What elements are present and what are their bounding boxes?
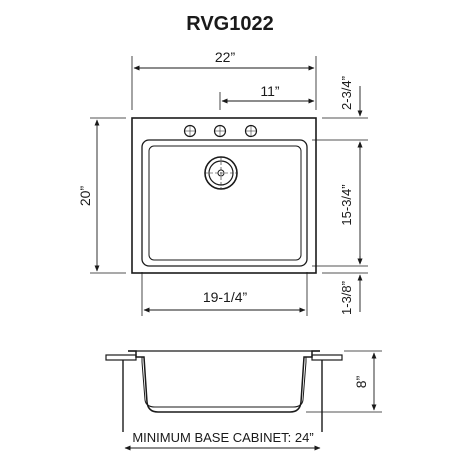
top-view [131, 117, 317, 274]
sink-height-label: 8” [353, 375, 369, 388]
sink-body-inner [141, 357, 307, 408]
overall-width-label: 22” [215, 49, 236, 65]
faucet-holes [183, 124, 258, 138]
countertop-left [105, 354, 137, 361]
bowl-width-label: 19-1/4” [203, 289, 248, 305]
model-title: RVG1022 [186, 13, 273, 35]
bowl-inner [148, 145, 302, 261]
dimension-cabinet: MINIMUM BASE CABINET: 24” [124, 429, 321, 451]
overall-depth-label: 20” [77, 186, 93, 207]
dimension-right-chain: 2-3/4” 15-3/4” 1-3/8” [312, 76, 368, 315]
bowl-depth-label: 15-3/4” [339, 184, 354, 225]
sink-body-outer [128, 350, 320, 413]
dimension-overall-width: 22” [131, 49, 317, 110]
faucet-offset-label: 11” [260, 83, 280, 99]
dimension-sink-height: 8” [306, 350, 382, 413]
countertop-right [311, 354, 343, 361]
dimension-bowl-width: 19-1/4” [141, 272, 308, 316]
dimension-overall-depth: 20” [77, 117, 126, 274]
dimension-faucet-offset: 11” [219, 83, 315, 110]
drain-icon [204, 156, 238, 190]
top-to-bowl-label: 2-3/4” [339, 76, 354, 110]
section-view [105, 350, 343, 432]
cabinet-note-label: MINIMUM BASE CABINET: 24” [132, 430, 313, 445]
sink-outline [131, 117, 317, 274]
bowl-outer [141, 139, 308, 267]
bowl-to-bottom-label: 1-3/8” [339, 281, 354, 315]
